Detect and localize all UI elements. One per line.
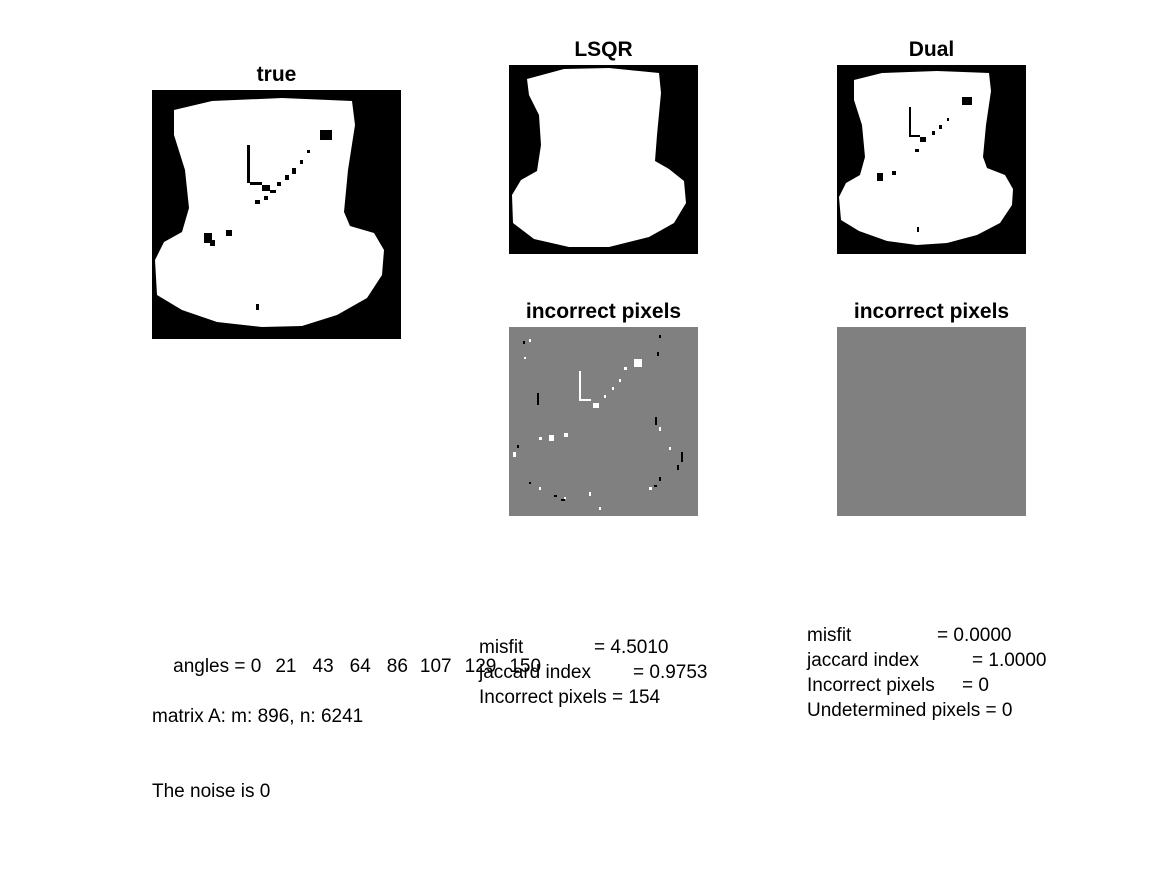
angle-value: 64: [349, 656, 371, 677]
lsqr-misfit-value: = 4.5010: [594, 637, 669, 658]
title-lsqr-incorrect: incorrect pixels: [525, 300, 682, 323]
hat-details: [204, 130, 332, 310]
angle-value: 21: [275, 656, 297, 677]
info-text: angles = 0 21 43 64 86 107 129 150 matrix A: m:…: [152, 579, 541, 829]
lsqr-incorrect: Incorrect pixels = 154: [479, 687, 661, 708]
lsqr-jaccard-value: = 0.9753: [633, 662, 708, 683]
lsqr-image: [509, 65, 698, 254]
dual-jaccard-value: = 1.0000: [972, 650, 1047, 671]
true-image: [152, 90, 401, 339]
angle-value: 129: [464, 656, 497, 677]
angle-value: 107: [419, 656, 452, 677]
matrix-line: matrix A: m: 896, n: 6241: [152, 706, 364, 727]
angle-value: 150: [509, 656, 542, 677]
title-lsqr: LSQR: [574, 38, 633, 61]
angles-line: angles = 0 21 43 64 86 107 129 150: [152, 629, 541, 677]
dual-image: [837, 65, 1026, 254]
angles-label: angles =: [173, 656, 251, 677]
title-dual-incorrect: incorrect pixels: [853, 300, 1010, 323]
angles-values: 0 21 43 64 86 107 129 150: [251, 656, 541, 677]
lsqr-misfit-label: misfit: [479, 637, 524, 658]
angle-value: 43: [312, 656, 334, 677]
dual-undetermined: Undetermined pixels = 0: [807, 700, 1013, 721]
noise-line: The noise is 0: [152, 781, 271, 802]
dual-stats: misfit = 0.0000 jaccard index = 1.0000 I…: [807, 623, 1107, 723]
title-dual: Dual: [908, 38, 955, 61]
hat-shape: [155, 98, 384, 327]
dual-misfit-value: = 0.0000: [937, 625, 1012, 646]
dual-misfit-label: misfit: [807, 625, 852, 646]
dual-incorrect-label: Incorrect pixels: [807, 675, 935, 696]
lsqr-jaccard-label: jaccard index: [479, 662, 591, 683]
dual-incorrect-image: [837, 327, 1026, 516]
title-true: true: [256, 63, 297, 86]
lsqr-stats: misfit = 4.5010 jaccard index = 0.9753 I…: [479, 635, 739, 710]
dual-incorrect-value: = 0: [962, 675, 989, 696]
angle-value: 86: [386, 656, 408, 677]
dual-jaccard-label: jaccard index: [807, 650, 919, 671]
lsqr-incorrect-image: [509, 327, 698, 516]
angle-value: 0: [250, 656, 262, 677]
